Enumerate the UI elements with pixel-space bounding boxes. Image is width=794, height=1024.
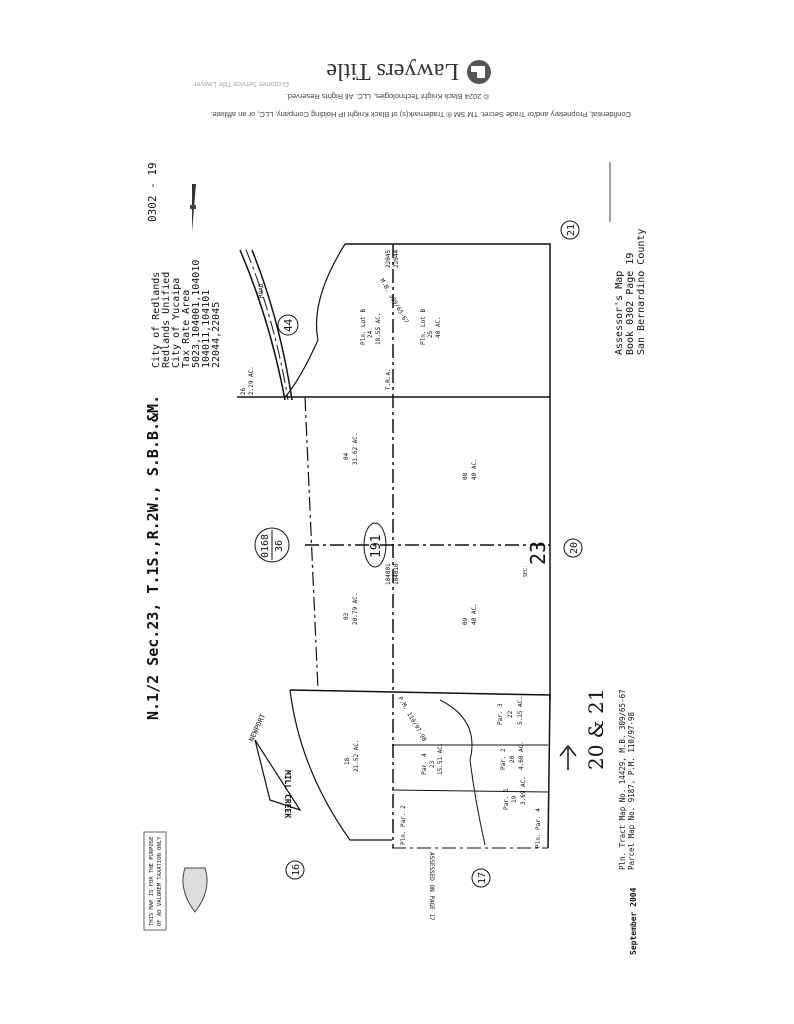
arrow-icon bbox=[559, 744, 577, 770]
parcel-number: 26 bbox=[240, 387, 247, 395]
newport-label: NEWPORT bbox=[248, 712, 268, 743]
parcel-area: 15.51 AC. bbox=[437, 742, 444, 775]
tra-code: T.R.A. bbox=[385, 368, 392, 390]
parcel-number: 19 bbox=[511, 795, 518, 803]
adjacent-page-20[interactable]: 20 bbox=[563, 538, 583, 558]
adjacent-page-21[interactable]: 21 bbox=[560, 220, 580, 240]
parcel-area: 31.62 AC. bbox=[352, 432, 359, 465]
adjacent-page-number[interactable]: 20 bbox=[569, 542, 580, 554]
creek-label: MILL CREEK bbox=[283, 770, 292, 818]
adjacent-page-17[interactable]: 17 bbox=[471, 868, 491, 888]
tax-info-line: 5023,104001,104010 bbox=[191, 260, 202, 368]
assessor-line: San Bernardino County bbox=[636, 229, 647, 355]
assessor-line: Book 0302 Page 19 bbox=[625, 253, 636, 355]
parcel-number: 09 bbox=[462, 617, 469, 625]
parcel-number: 03 bbox=[343, 612, 350, 620]
header: Lawyers Title © 2024 Black Knight Techno… bbox=[193, 58, 631, 119]
map-annotation: P.M. 110/97-98 bbox=[396, 696, 428, 744]
tax-rate-info: City of Redlands Redlands Unified City o… bbox=[151, 260, 222, 368]
parcel-area: 5.15 AC. bbox=[517, 696, 524, 725]
plan-ref-line: Parcel Map No. 9187, P.M. 110/97-98 bbox=[627, 711, 636, 870]
confidential-text: Confidential, Proprietary and/or Trade S… bbox=[210, 110, 631, 119]
center-block: 191 bbox=[363, 522, 387, 568]
parcel-area: 40 AC. bbox=[471, 603, 478, 625]
parcel-area: 4.60 AC. bbox=[518, 741, 525, 770]
adjacent-page-number[interactable]: 17 bbox=[477, 872, 488, 884]
brand-name: Lawyers Title bbox=[326, 58, 459, 84]
map-annotation: ASSESSED ON PAGE 17 bbox=[428, 852, 435, 921]
north-arrow-scale-icon bbox=[190, 184, 196, 232]
tra-code: 22044 bbox=[393, 250, 400, 268]
copyright-text: © 2024 Black Knight Technologies, LLC. A… bbox=[286, 92, 489, 101]
parcel-label: Par. 4 bbox=[421, 753, 428, 775]
parcel-number: 25 bbox=[427, 330, 434, 338]
parcel-number: 08 bbox=[462, 472, 469, 480]
adjacent-page-16[interactable]: 16 bbox=[285, 860, 305, 880]
lawyers-title-logo-icon bbox=[467, 60, 491, 84]
tax-info-line: City of Redlands bbox=[151, 272, 162, 368]
parcel-area: 20.79 AC. bbox=[352, 592, 359, 625]
parcel-area: 40 AC. bbox=[471, 458, 478, 480]
adjacent-page-44[interactable]: 44 bbox=[277, 314, 299, 336]
parcel-number: 24 bbox=[367, 330, 374, 338]
tax-info-line: City of Yucaipa bbox=[171, 278, 182, 368]
county-seal-icon bbox=[182, 867, 208, 913]
road-label: ROAD bbox=[258, 283, 265, 298]
block-ref-top: 0168 bbox=[260, 534, 271, 558]
parcel-label: Par. 2 bbox=[500, 748, 507, 770]
tra-code: 22045 bbox=[385, 250, 392, 268]
customer-service-text: Customer Service Title Lawyer bbox=[193, 80, 289, 87]
parcel-area: 3.69 AC. bbox=[520, 776, 527, 805]
parcel-label: Par. 3 bbox=[497, 703, 504, 725]
section-abbrev: SEC. bbox=[523, 565, 529, 577]
parcel-number: 22 bbox=[507, 710, 514, 718]
tax-info-line: Tax Rate Area bbox=[181, 290, 192, 368]
block-ref: 0168 36 bbox=[254, 527, 290, 563]
adjacent-page-number[interactable]: 44 bbox=[282, 318, 295, 332]
parcel-area: 21.52 AC. bbox=[353, 739, 360, 772]
disclaimer-box: THIS MAP IS FOR THE PURPOSE OF AD VALORE… bbox=[143, 831, 167, 931]
map-annotation: Pln. Par. 4 bbox=[535, 808, 542, 848]
plan-ref-line: Pln. Tract Map No. 14429, M.B. 309/65-67 bbox=[618, 689, 627, 870]
block-ref-bottom: 36 bbox=[274, 540, 285, 552]
map-annotation: M.B. 309/65-67 bbox=[378, 278, 410, 326]
tra-code: 104001 bbox=[385, 563, 392, 585]
map-annotation: Pln. Par. 2 bbox=[400, 805, 407, 845]
parcel-linework bbox=[237, 243, 551, 849]
tra-code: 104010 bbox=[393, 563, 400, 585]
tax-info-line: 104011,104101 bbox=[201, 290, 212, 368]
parcel-area: 40 AC. bbox=[435, 316, 442, 338]
handwritten-note: 20 & 21 bbox=[584, 689, 608, 770]
center-block-number: 191 bbox=[369, 535, 384, 558]
assessor-info: Assessor's Map Book 0302 Page 19 San Ber… bbox=[614, 229, 647, 355]
tax-info-line: Redlands Unified bbox=[161, 272, 172, 368]
parcel-number: 18 bbox=[344, 757, 351, 765]
parcel-number: 23 bbox=[429, 760, 436, 768]
adjacent-page-number[interactable]: 21 bbox=[566, 224, 577, 236]
parcel-label: Par. 1 bbox=[503, 788, 510, 810]
parcel-label: Pln. Lot B bbox=[360, 308, 367, 345]
section-number: 23 bbox=[526, 541, 550, 565]
tax-info-line: 22044,22045 bbox=[211, 302, 222, 368]
assessor-line: Assessor's Map bbox=[614, 271, 625, 355]
parcel-number: 04 bbox=[343, 452, 350, 460]
disclaimer-line: OF AD VALOREM TAXATION ONLY bbox=[157, 836, 163, 926]
parcel-label: Pln. Lot B bbox=[420, 308, 427, 345]
plan-references: Pln. Tract Map No. 14429, M.B. 309/65-67… bbox=[618, 689, 636, 870]
parcel-area: 18.55 AC. bbox=[375, 312, 382, 345]
disclaimer-line: THIS MAP IS FOR THE PURPOSE bbox=[149, 837, 155, 926]
map-date: September 2004 bbox=[629, 887, 638, 955]
adjacent-page-number[interactable]: 16 bbox=[291, 864, 302, 876]
parcel-number: 20 bbox=[509, 755, 516, 763]
parcel-area: 2.29 AC. bbox=[248, 366, 255, 395]
map-title: N.1/2 Sec.23, T.1S.,R.2W., S.B.B.&M. bbox=[144, 395, 162, 720]
book-page-number: 0302 - 19 bbox=[146, 162, 159, 222]
